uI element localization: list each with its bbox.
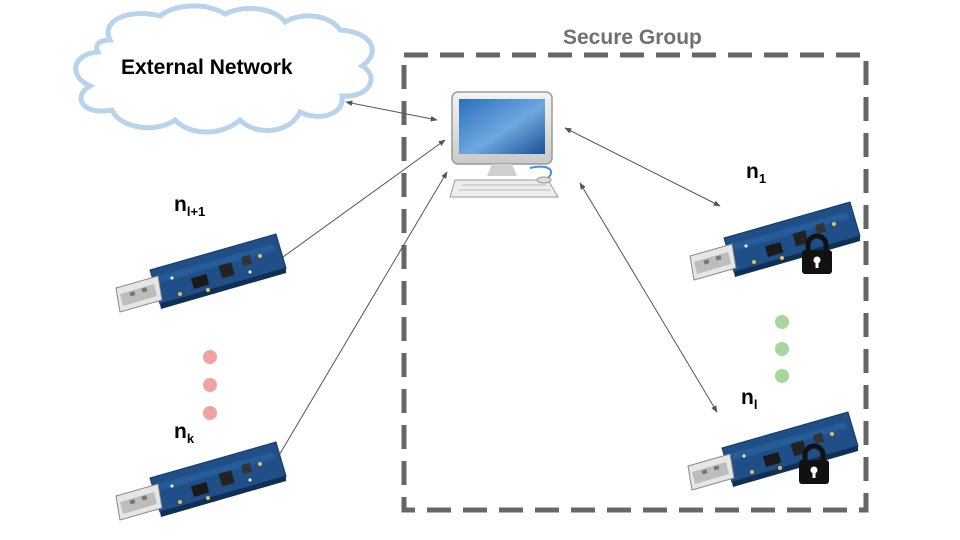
external-network-label: External Network: [121, 56, 293, 79]
device-n1: [689, 201, 861, 281]
node-label-nl: nl: [741, 386, 758, 412]
link-host-n1: [564, 127, 721, 207]
link-host-nl: [579, 182, 718, 413]
node-label-nk: nk: [174, 420, 195, 446]
node-label-nl1: nl+1: [174, 193, 206, 219]
device-nk: [115, 441, 287, 521]
link-host-nk: [261, 171, 448, 485]
link-cloud-host: [345, 100, 438, 122]
secure-group-title: Secure Group: [563, 26, 702, 49]
computer-icon: [449, 91, 559, 198]
device-nl: [687, 411, 859, 491]
cloud-icon: [73, 3, 375, 135]
vertical-ellipsis-icon: [203, 350, 217, 420]
device-nl1: [115, 233, 287, 313]
node-label-n1: n1: [746, 160, 767, 186]
link-host-nl1: [264, 139, 446, 271]
vertical-ellipsis-icon: [775, 315, 789, 383]
